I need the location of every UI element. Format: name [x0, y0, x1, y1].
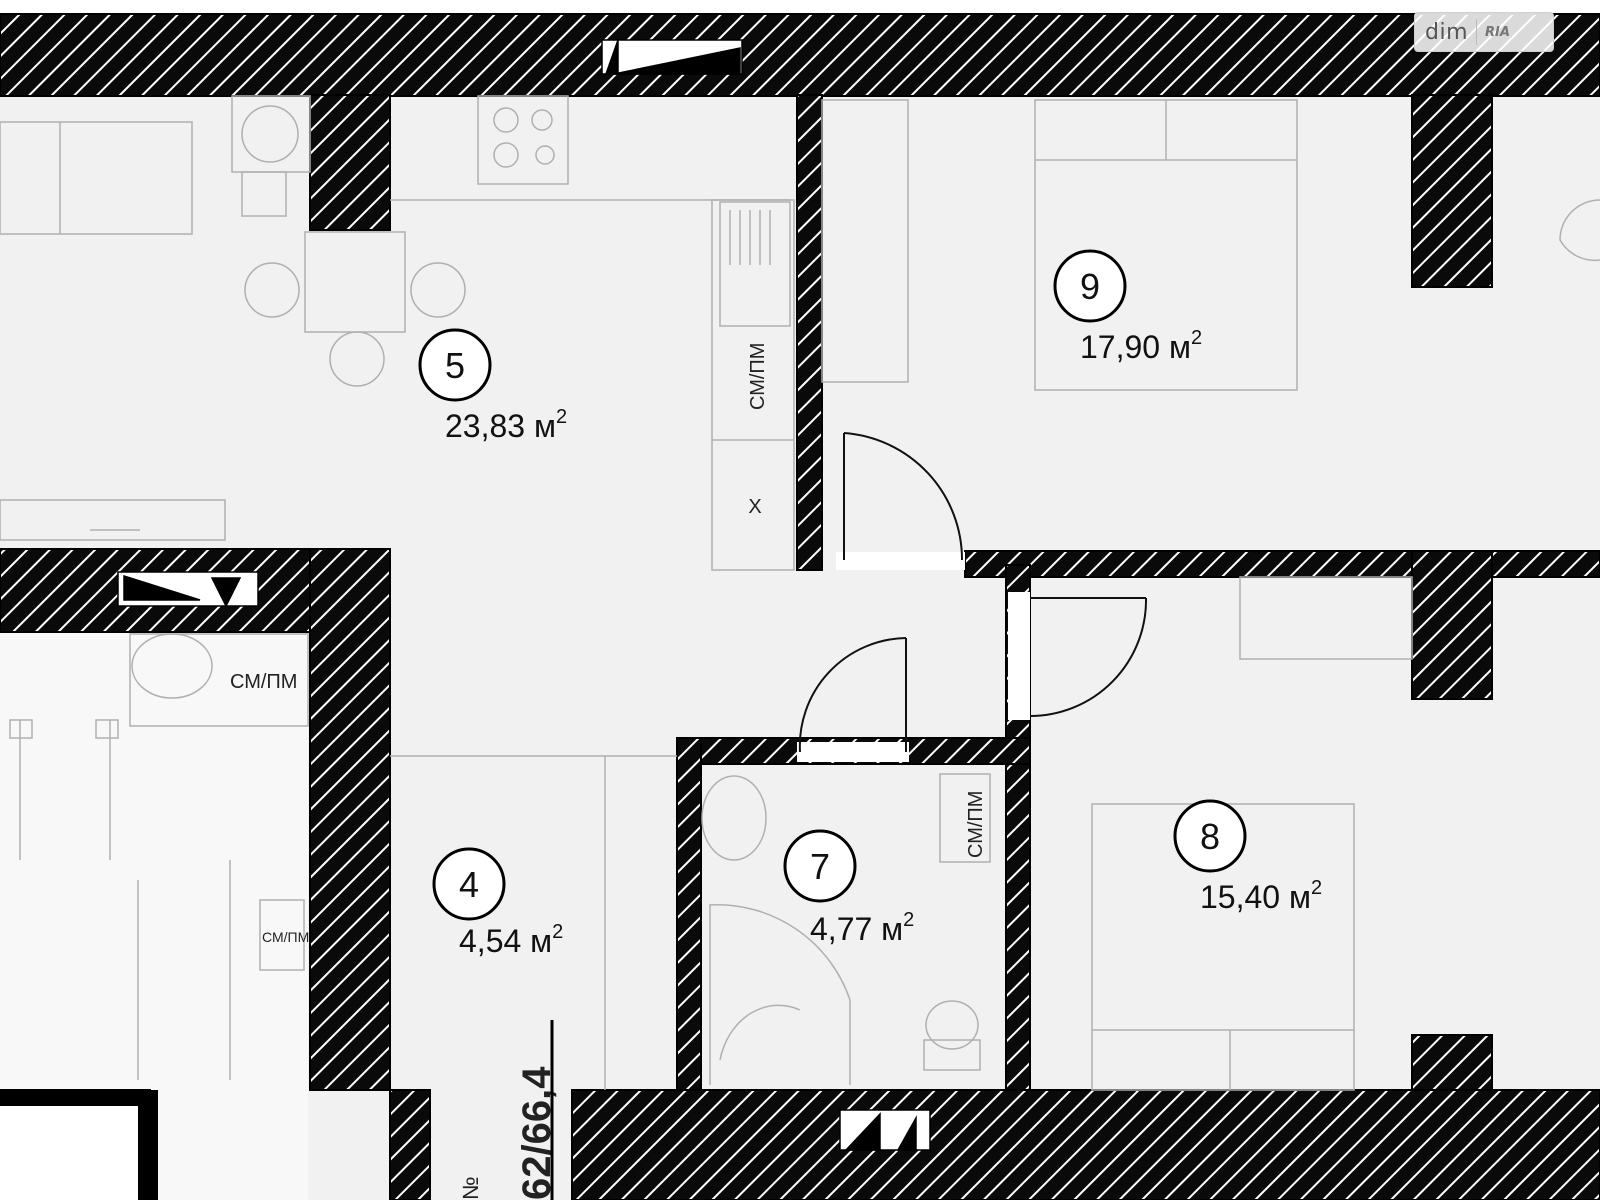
- bath7-toilet-tank: [923, 1039, 981, 1071]
- bath7-tub: [709, 904, 851, 1085]
- bath7-toilet-bowl: [925, 1000, 979, 1050]
- left-bath-block-a: [9, 719, 33, 739]
- hob-burner-1: [493, 107, 519, 133]
- hob-burner-4: [535, 145, 555, 165]
- room-8-number: 8: [1200, 816, 1220, 857]
- hob: [477, 95, 569, 185]
- room-4-number: 4: [459, 864, 479, 905]
- washer-lower: [241, 171, 287, 217]
- column-top-left: [309, 94, 391, 231]
- window-bottom-bath7-sash: [844, 1112, 881, 1151]
- room-5-number: 5: [445, 345, 465, 386]
- room-9-badge: [1053, 249, 1127, 323]
- window-left-bath-sash: [123, 574, 201, 601]
- bottom-left-frame-inner: [0, 1106, 138, 1200]
- sofa-outline: [0, 121, 193, 235]
- bath7-basin: [701, 775, 767, 861]
- chair-bottom: [329, 331, 385, 387]
- door-bath7-opening: [797, 742, 909, 762]
- window-top-kitchen-sash: [613, 47, 741, 75]
- chair-right: [410, 262, 466, 318]
- room-7-area: 4,77 м2: [810, 909, 914, 947]
- door-room9-swing: [843, 432, 964, 561]
- room-5-area: 23,83 м2: [445, 406, 567, 444]
- bath7-tub-inner: [719, 1004, 801, 1061]
- counter-run: [711, 199, 795, 571]
- doors: [797, 432, 1148, 762]
- top-outer-wall: [0, 13, 1600, 97]
- watermark-text: dim: [1425, 19, 1469, 45]
- bath7-left-wall: [676, 737, 702, 1096]
- room-9-area: 17,90 м2: [1080, 327, 1202, 365]
- smpm-bath7-label: СМ/ПМ: [965, 791, 987, 858]
- middle-wall-horizontal: [964, 550, 1600, 578]
- furniture: [0, 95, 1600, 1091]
- wardrobe-room8: [1239, 576, 1413, 660]
- smpm-left-bath-label: СМ/ПМ: [230, 671, 297, 693]
- chair-left: [244, 262, 300, 318]
- room-5-badge: [418, 328, 492, 402]
- sink: [719, 201, 791, 327]
- room-4-area: 4,54 м2: [459, 921, 563, 959]
- left-wall-vertical: [309, 548, 391, 1091]
- room-8-area: 15,40 м2: [1200, 877, 1322, 915]
- room-7-badge: [783, 829, 857, 903]
- column-mid-right: [1411, 550, 1493, 700]
- washer-drum: [241, 105, 299, 163]
- bottom-wall-segment-left: [389, 1089, 431, 1200]
- windows: [117, 39, 931, 1151]
- door-bath7-swing: [798, 637, 907, 753]
- window-left-bath-tri: [210, 577, 242, 608]
- smpm-left-small-label: СМ/ПМ: [262, 929, 309, 945]
- wardrobe-room9: [821, 99, 909, 383]
- watermark-separator: [1476, 19, 1478, 45]
- window-bottom-bath7-tri: [896, 1115, 917, 1151]
- door-room9-opening: [836, 552, 965, 570]
- bottom-outer-wall: [571, 1089, 1600, 1200]
- door-room8-opening: [1008, 592, 1030, 720]
- hob-burner-3: [493, 142, 519, 168]
- vertical-area-prefix: №: [458, 1176, 483, 1200]
- room9-right-arc: [1559, 199, 1600, 262]
- smpm-kitchen-label: СМ/ПМ: [747, 343, 769, 410]
- left-bath-cabinet: [129, 633, 309, 727]
- watermark: dim RIA: [1414, 12, 1554, 52]
- watermark-logo-icon: RIA: [1485, 24, 1510, 40]
- tv-unit: [0, 499, 226, 541]
- column-bottom-right: [1411, 1034, 1493, 1096]
- window-top-kitchen-tri: [604, 39, 619, 75]
- left-bath-washer: [259, 899, 305, 971]
- room-4-badge: [432, 847, 506, 921]
- hob-burner-2: [531, 109, 553, 131]
- partition-kitchen-room9: [796, 94, 823, 571]
- cross-mark: X: [748, 496, 761, 518]
- room-7-number: 7: [810, 846, 830, 887]
- room-labels: 5 23,83 м2 9 17,90 м2 8 15,40 м2 7 4,77 …: [418, 249, 1322, 959]
- room-9-number: 9: [1080, 266, 1100, 307]
- door-room8-swing: [1029, 597, 1148, 717]
- bath7-washer-box: [939, 773, 991, 863]
- room-8-badge: [1173, 799, 1247, 873]
- left-bath-block-b: [95, 719, 119, 739]
- column-top-right: [1411, 94, 1493, 288]
- walls: [0, 13, 1600, 1200]
